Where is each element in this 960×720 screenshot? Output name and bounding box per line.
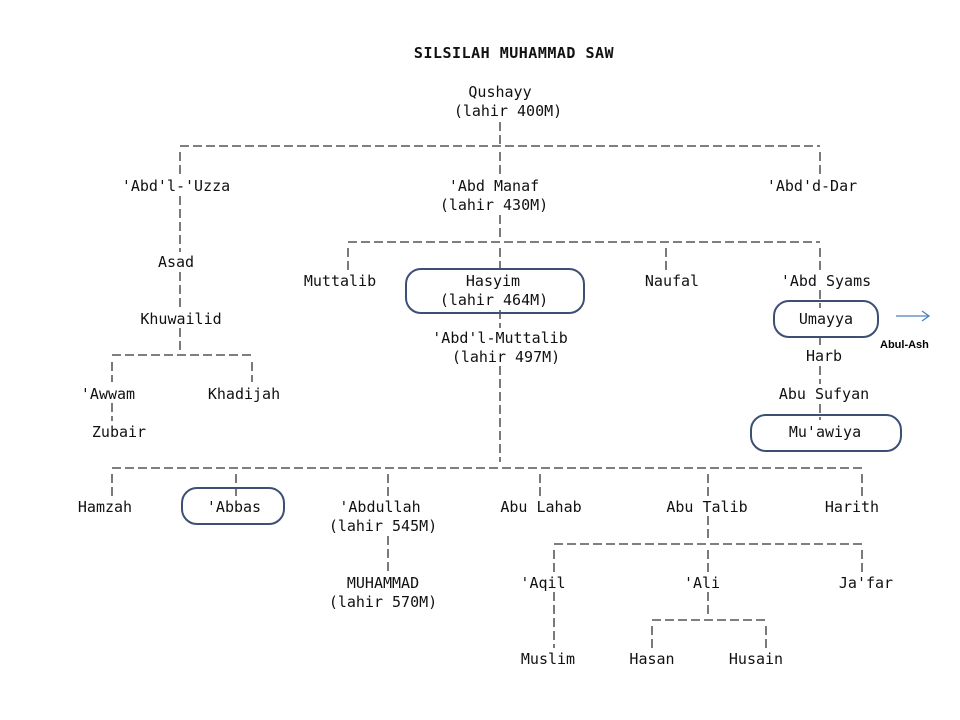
node-muslim: Muslim	[520, 650, 576, 668]
node-abd-syams: 'Abd Syams	[780, 272, 872, 290]
node-muhammad-born: (lahir 570M)	[328, 593, 438, 611]
node-hasyim: Hasyim	[465, 272, 521, 290]
node-harb: Harb	[805, 347, 843, 365]
node-abu-talib: Abu Talib	[666, 498, 748, 516]
node-jafar: Ja'far	[838, 574, 894, 592]
node-awwam: 'Awwam	[80, 385, 136, 403]
node-zubair: Zubair	[91, 423, 147, 441]
highlight-hasyim	[405, 268, 585, 314]
node-abd-muttalib: 'Abd'l-Muttalib	[432, 329, 568, 347]
node-muttalib: Muttalib	[303, 272, 377, 290]
node-naufal: Naufal	[644, 272, 700, 290]
node-abd-manaf-born: (lahir 430M)	[439, 196, 549, 214]
note-abul-ash: Abul-Ash	[880, 339, 929, 351]
node-aqil: 'Aqil	[520, 574, 566, 592]
node-abd-muttalib-born: (lahir 497M)	[451, 348, 561, 366]
diagram-title: SILSILAH MUHAMMAD SAW	[413, 44, 615, 62]
node-khuwailid: Khuwailid	[140, 310, 222, 328]
node-abd-dar: 'Abd'd-Dar	[766, 177, 858, 195]
node-abd-uzza: 'Abd'l-'Uzza	[121, 177, 231, 195]
node-abbas: 'Abbas	[206, 498, 262, 516]
node-abd-manaf: 'Abd Manaf	[448, 177, 540, 195]
node-harith: Harith	[824, 498, 880, 516]
node-ali: 'Ali	[683, 574, 721, 592]
node-hamzah: Hamzah	[77, 498, 133, 516]
node-muhammad: MUHAMMAD	[346, 574, 420, 592]
highlight-abbas	[181, 487, 285, 525]
node-abu-sufyan: Abu Sufyan	[778, 385, 870, 403]
node-asad: Asad	[157, 253, 195, 271]
node-khadijah: Khadijah	[207, 385, 281, 403]
highlight-umayya	[773, 300, 879, 338]
arrow-right-icon	[896, 310, 931, 322]
node-abu-lahab: Abu Lahab	[500, 498, 582, 516]
node-muawiya: Mu'awiya	[788, 423, 862, 441]
node-abdullah-born: (lahir 545M)	[328, 517, 438, 535]
node-qushayy: Qushayy	[468, 83, 532, 101]
node-qushayy-born: (lahir 400M)	[453, 102, 563, 120]
node-hasyim-born: (lahir 464M)	[439, 291, 549, 309]
node-hasan: Hasan	[629, 650, 675, 668]
node-abdullah: 'Abdullah	[339, 498, 421, 516]
highlight-muawiya	[750, 414, 902, 452]
node-husain: Husain	[728, 650, 784, 668]
node-umayya: Umayya	[798, 310, 854, 328]
